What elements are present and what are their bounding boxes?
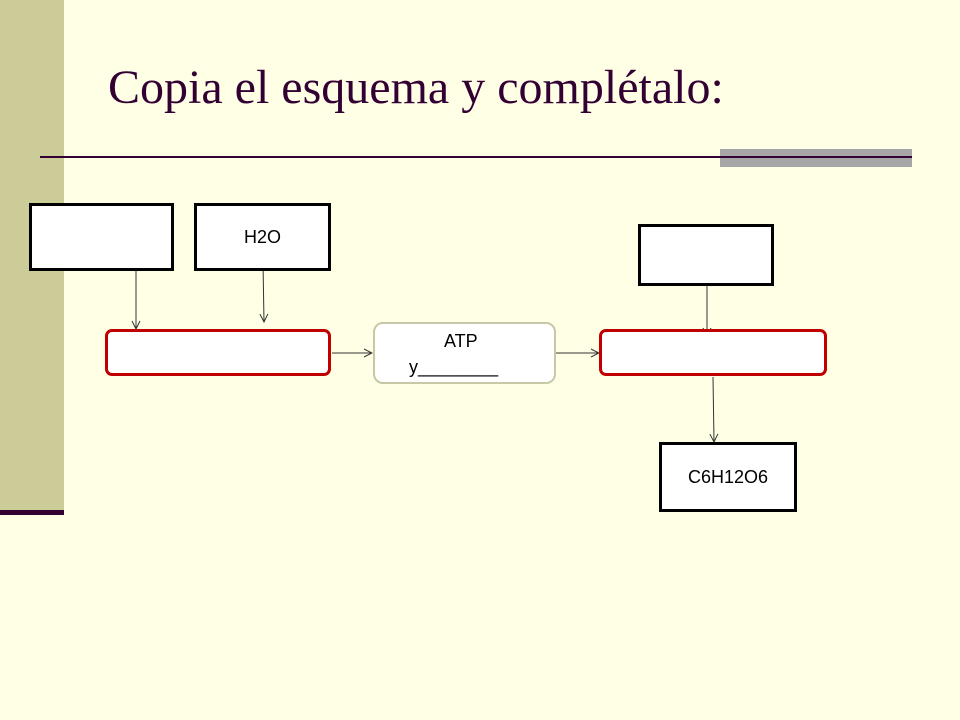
slide-title: Copia el esquema y complétalo: [108, 61, 724, 114]
arrow-water-to-leftstage [263, 261, 264, 322]
left-stage-box [105, 329, 331, 376]
divider-accent-line [720, 156, 912, 158]
arrow-rightstage-to-glucose [713, 376, 714, 442]
top-right-box [638, 224, 774, 286]
top-left-box [29, 203, 174, 271]
glucose-box: C6H12O6 [659, 442, 797, 512]
divider-accent-block [720, 149, 912, 167]
sidebar-foot-line [0, 510, 64, 515]
water-box: H2O [194, 203, 331, 271]
center-line-blank: y________ [409, 357, 499, 377]
right-stage-box [599, 329, 827, 376]
center-line-atp: ATP [444, 331, 478, 351]
center-product-box: ATP y________ [373, 322, 556, 384]
title-divider [40, 156, 912, 158]
